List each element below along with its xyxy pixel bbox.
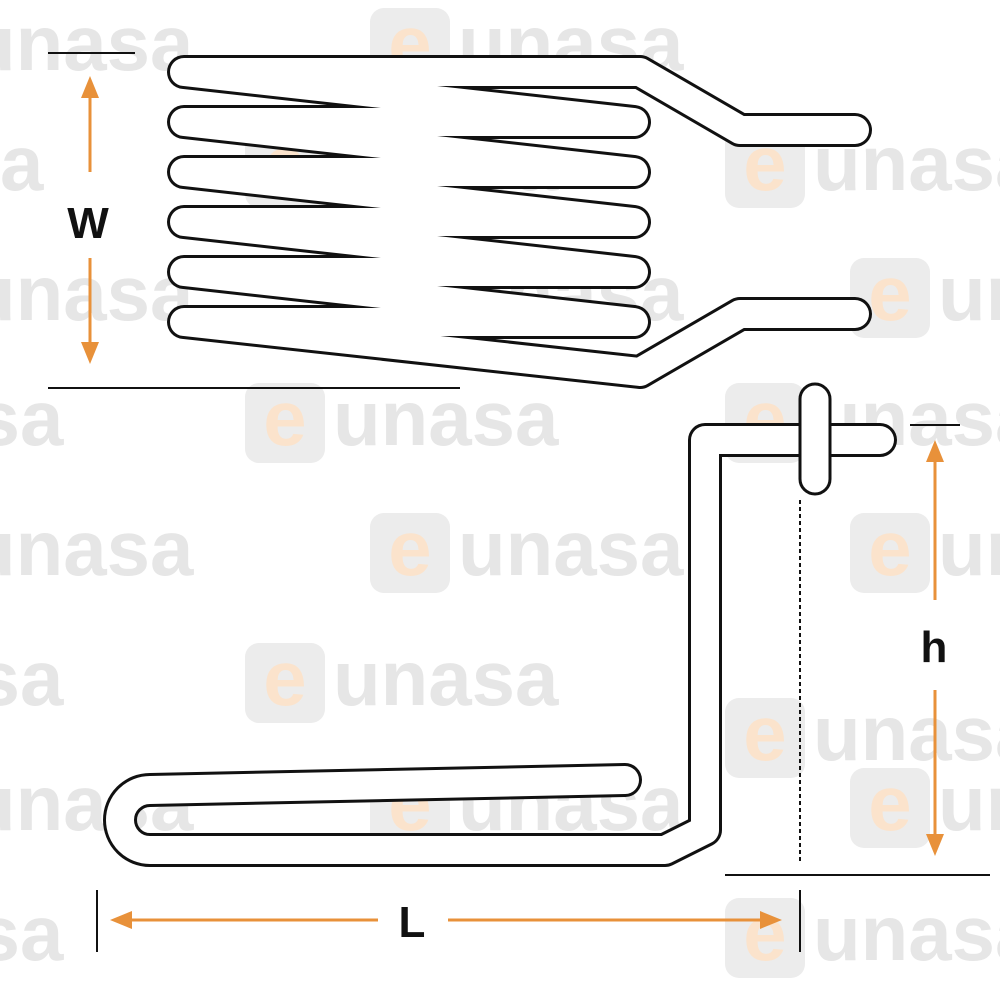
watermark-text: unasa xyxy=(0,0,194,87)
watermark-e: e xyxy=(743,689,786,777)
watermark-text: unasa xyxy=(0,504,194,592)
watermark-badge xyxy=(245,643,325,723)
watermark-text: unasa xyxy=(0,889,64,977)
watermark-badge xyxy=(850,513,930,593)
watermark-badge xyxy=(370,513,450,593)
mounting-flange xyxy=(798,382,832,496)
dimension-arrows xyxy=(81,76,944,929)
watermark-e: e xyxy=(388,504,431,592)
watermark-text: unasa xyxy=(0,119,44,207)
dimension-lines xyxy=(48,52,990,952)
watermark-badge xyxy=(245,383,325,463)
top-view-coil xyxy=(167,55,872,389)
watermark-text: unasa xyxy=(938,249,1000,337)
watermark-text: unasa xyxy=(458,504,684,592)
height-label: h xyxy=(921,623,948,672)
watermark-e: e xyxy=(263,634,306,722)
watermark-text: unasa xyxy=(813,689,1000,777)
watermark-badge xyxy=(725,698,805,778)
side-view-element xyxy=(103,423,897,867)
watermark-e: e xyxy=(743,889,786,977)
watermark-text: unasa xyxy=(0,634,64,722)
watermark-e: e xyxy=(868,759,911,847)
watermark-badge xyxy=(725,898,805,978)
watermark-text: unasa xyxy=(333,634,559,722)
watermark-badge xyxy=(725,128,805,208)
watermark-text: unasa xyxy=(813,889,1000,977)
watermark-e: e xyxy=(868,249,911,337)
width-label: W xyxy=(67,199,109,248)
watermark-text: unasa xyxy=(938,759,1000,847)
watermark-badge xyxy=(850,768,930,848)
watermark-text: unasa xyxy=(0,249,194,337)
watermark-text: unasa xyxy=(938,504,1000,592)
watermark-e: e xyxy=(868,504,911,592)
length-label: L xyxy=(399,898,426,947)
